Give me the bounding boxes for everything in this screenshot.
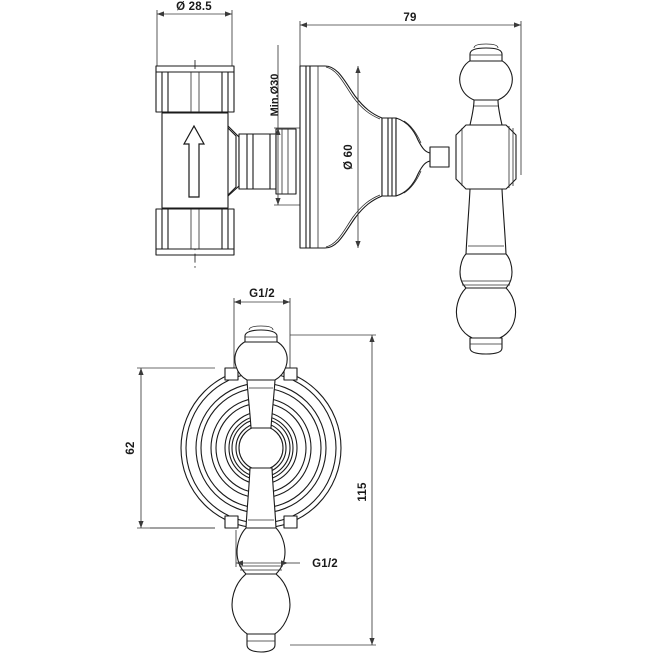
dimension-label-height-115: 115 xyxy=(357,482,369,502)
dimension-label-height-62: 62 xyxy=(125,441,137,454)
dimension-label-dia-60: Ø 60 xyxy=(343,144,355,170)
dimension-label-dia-28-5: Ø 28.5 xyxy=(176,1,212,13)
dimension-label-thread-bottom: G1/2 xyxy=(312,558,338,570)
lever-handle-side xyxy=(455,43,517,355)
dimension-thread-bottom: G1/2 xyxy=(235,530,338,570)
lever-handle-front xyxy=(231,325,291,653)
outlet-spigot xyxy=(238,128,297,195)
dimension-len-79: 79 xyxy=(299,12,522,175)
dimension-label-len-79: 79 xyxy=(403,12,416,24)
dimension-dia-60: Ø 60 xyxy=(343,66,361,248)
dimension-min-dia-30: Min.Ø30 xyxy=(269,45,302,206)
mounting-tabs xyxy=(224,367,298,529)
dimension-label-min-dia-30: Min.Ø30 xyxy=(269,74,281,117)
dimension-height-62: 62 xyxy=(125,367,215,529)
front-view-group: G1/2 62 115 xyxy=(125,288,376,653)
escutcheon-side-profile xyxy=(299,65,450,249)
dimension-height-115: 115 xyxy=(290,334,376,646)
dimension-dia-28-5: Ø 28.5 xyxy=(156,1,233,66)
side-view-group: Ø 28.5 79 xyxy=(155,1,522,355)
flow-direction-arrow xyxy=(182,124,206,198)
dimension-label-thread-top: G1/2 xyxy=(249,288,275,300)
